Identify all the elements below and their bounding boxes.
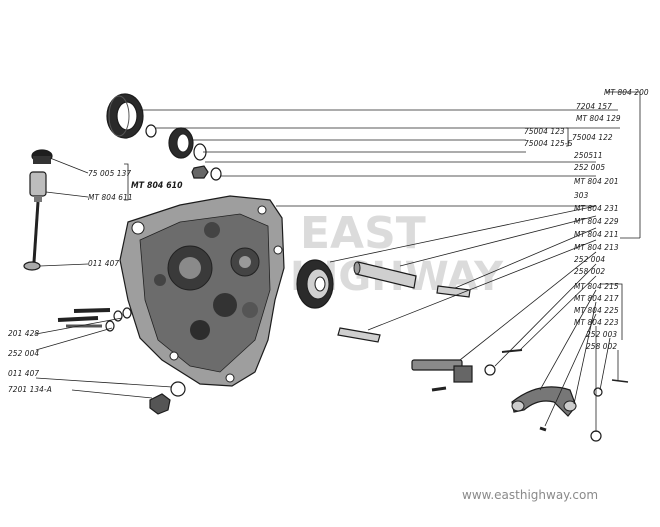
- label-75004123: 75004 123: [524, 126, 565, 136]
- label-75004122: 75004 122: [572, 132, 613, 142]
- label-mt804225: MT 804 225: [574, 305, 619, 315]
- label-mt804129: MT 804 129: [576, 113, 621, 123]
- label-mt804217: MT 804 217: [574, 293, 619, 303]
- drain-plug: [149, 393, 171, 415]
- shaft-long: [353, 261, 417, 289]
- label-mt804223: MT 804 223: [574, 317, 619, 327]
- washer-252004: [484, 364, 496, 376]
- drain-washer: [170, 381, 186, 397]
- valve-assembly: [23, 149, 53, 271]
- bolt-fork: [539, 426, 547, 432]
- pin-short: [436, 285, 471, 298]
- label-mt804611: MT 804 611: [88, 192, 133, 202]
- label-7204157: 7204 157: [576, 101, 612, 111]
- leader-lines: [35, 91, 641, 432]
- washer-252003: [593, 387, 603, 397]
- label-252004a: 252 004: [574, 254, 605, 264]
- label-252005: 252 005: [574, 162, 605, 172]
- label-75005137: 75 005 137: [88, 168, 131, 178]
- label-011407b: 011 407: [8, 368, 39, 378]
- label-252004b: 252 004: [8, 348, 39, 358]
- label-252003: 252 003: [586, 329, 617, 339]
- main-bearing: [296, 259, 334, 309]
- large-seal-ring: [106, 93, 144, 139]
- watermark-line1: EAST: [300, 208, 426, 259]
- label-mt804229: MT 804 229: [574, 216, 619, 226]
- label-mt804610: MT 804 610: [131, 181, 183, 191]
- label-75004125b: 75004 125-Б: [524, 138, 573, 148]
- pin-lower: [337, 327, 381, 343]
- gearbox-housing: [119, 195, 285, 387]
- nut-and-washer: [191, 165, 222, 181]
- label-201428: 201 428: [8, 328, 39, 338]
- label-mt804231: MT 804 231: [574, 203, 619, 213]
- ring-mt804223: [590, 430, 602, 442]
- label-mt804215: MT 804 215: [574, 281, 619, 291]
- label-mt804201: MT 804 201: [574, 176, 619, 186]
- snap-ring-small: [145, 124, 157, 138]
- bolts-left: [57, 307, 132, 332]
- label-mt804200: MT 804 200: [604, 87, 649, 97]
- labels: MT 804 200 7204 157 MT 804 129 75004 123…: [8, 87, 649, 394]
- label-011407a: 011 407: [88, 258, 119, 268]
- label-mt804213: MT 804 213: [574, 242, 619, 252]
- label-mt804211: MT 804 211: [574, 229, 619, 239]
- label-250511: 250511: [574, 150, 603, 160]
- shift-fork: [511, 386, 577, 417]
- label-7201134a: 7201 134-A: [8, 384, 52, 394]
- bearing-small: [168, 127, 194, 159]
- label-303: 303: [574, 190, 589, 200]
- label-258002b: 258 002: [586, 341, 617, 351]
- selector-rod: [411, 359, 473, 392]
- label-258002a: 258 002: [574, 266, 605, 276]
- split-pin-258002: [501, 349, 523, 353]
- split-pin-258002b: [611, 379, 629, 383]
- footer-url: www.easthighway.com: [462, 488, 598, 502]
